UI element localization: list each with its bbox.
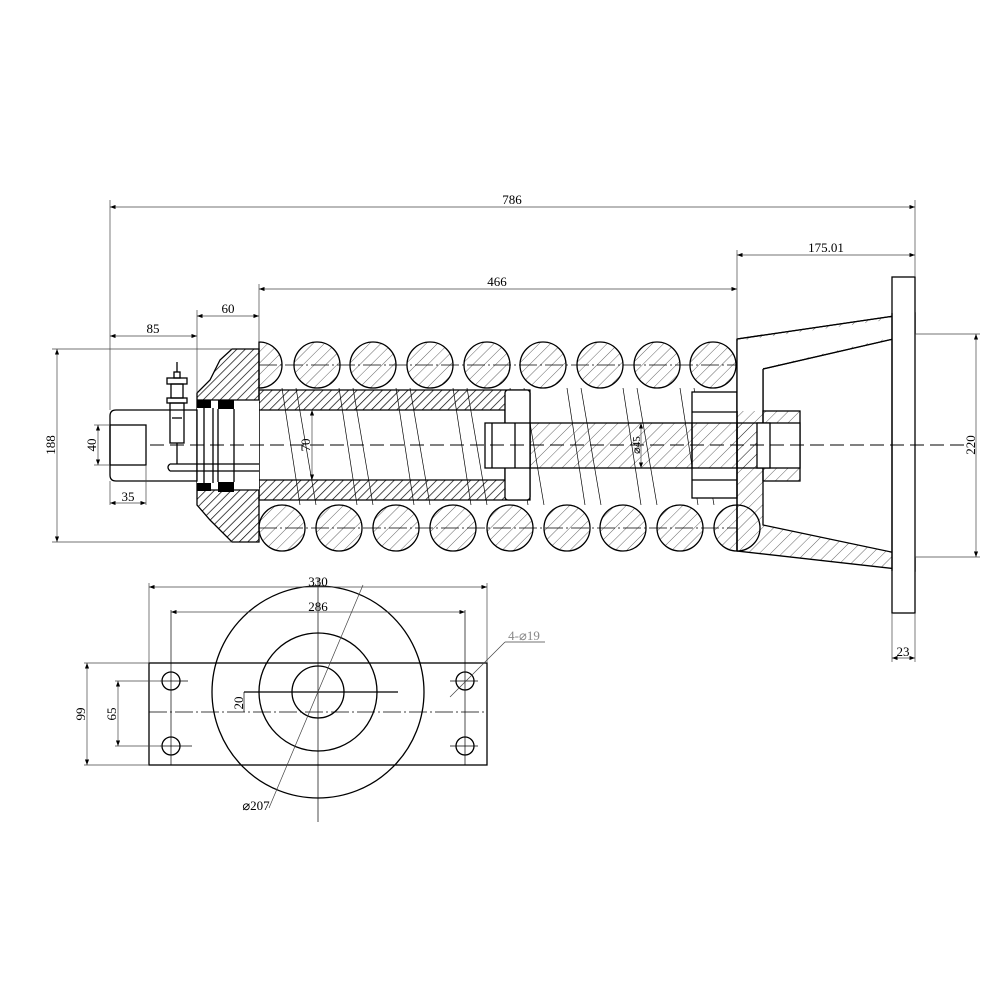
dim-flange-width: 60	[222, 301, 235, 316]
hole-callout: 4-⌀19	[508, 628, 540, 643]
dim-slot-width: 35	[122, 489, 135, 504]
dim-plate-length: 330	[308, 574, 328, 589]
dim-cone-diameter: 220	[963, 435, 978, 455]
dim-offset: 20	[231, 697, 246, 710]
clevis	[109, 409, 198, 482]
dim-disc-diameter: ⌀207	[242, 798, 270, 813]
grease-valve-icon	[166, 362, 188, 464]
dim-overall-length: 786	[502, 192, 522, 207]
spring-coils-top	[258, 341, 737, 389]
dim-hole-pitch: 65	[104, 708, 119, 721]
dim-bore: 70	[298, 439, 313, 452]
seal-ring	[197, 400, 211, 408]
side-dimensions: 786 175.01 466 60 85 188 40 35 70 ⌀45 22…	[43, 192, 980, 662]
clevis-slot	[109, 424, 147, 466]
side-section-view	[109, 276, 965, 614]
spring-coils-bottom	[258, 504, 761, 552]
dim-overall-height: 188	[43, 435, 58, 455]
dim-cone-length: 175.01	[808, 240, 844, 255]
dim-clevis-length: 85	[147, 321, 160, 336]
dim-plate-width: 99	[73, 708, 88, 721]
dim-hole-spacing: 286	[308, 599, 328, 614]
dim-spring-length: 466	[487, 274, 507, 289]
dim-rod-diameter: ⌀45	[631, 436, 643, 454]
base-plan-view: 330 286 4-⌀19 99 65 20 ⌀207	[73, 574, 545, 822]
dim-plate-thickness: 23	[897, 644, 910, 659]
dim-slot-height: 40	[84, 439, 99, 452]
